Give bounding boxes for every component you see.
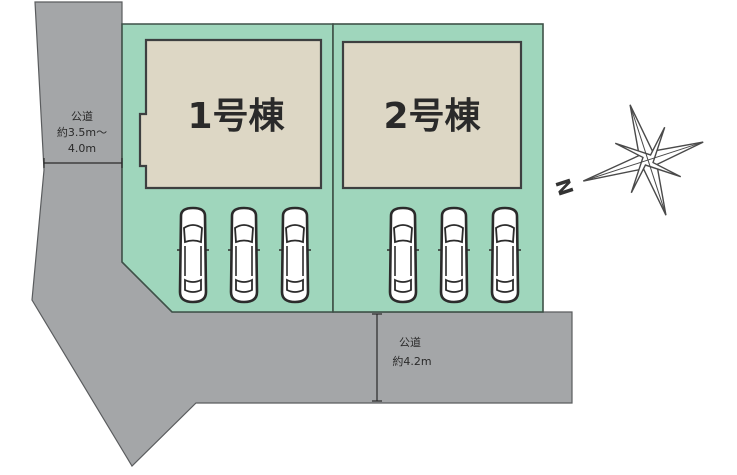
parked-car [228,206,260,304]
compass-icon: N [550,104,704,216]
west-road-width-line2: 4.0m [68,142,96,155]
south-road-width: 約4.2m [392,354,431,368]
building-2-label: 2号棟 [383,96,481,137]
west-road-width-line1: 約3.5m～ [57,125,107,139]
houses: 1号棟 2号棟 [138,38,523,190]
west-road-type: 公道 [71,109,93,123]
building-2-footprint [341,40,523,190]
parked-car [279,206,311,304]
parked-car [438,206,470,304]
south-road-type: 公道 [399,335,421,349]
compass-north-letter: N [550,176,578,199]
building-1: 1号棟 [138,38,323,190]
parking [177,206,521,304]
parked-car [489,206,521,304]
building-1-label: 1号棟 [187,96,285,137]
building-2: 2号棟 [341,40,523,190]
parked-car [177,206,209,304]
south-road-dimension: 公道 約4.2m [372,313,432,402]
parked-car [387,206,419,304]
building-1-footprint [138,38,323,190]
west-road-dimension: 公道 約3.5m～ 4.0m [43,109,123,168]
